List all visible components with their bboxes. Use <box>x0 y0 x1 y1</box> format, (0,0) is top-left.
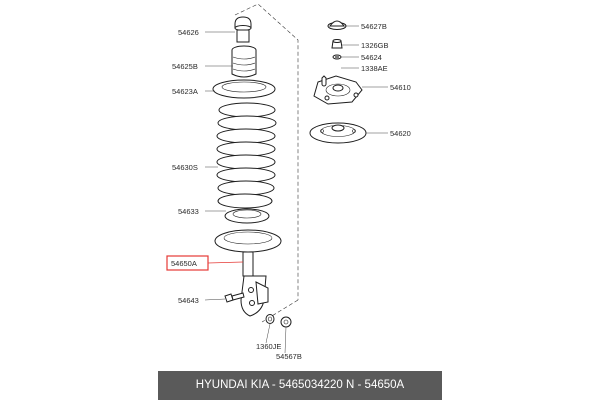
label-54633: 54633 <box>178 207 199 216</box>
label-54625b: 54625B <box>172 62 198 71</box>
washer-part <box>332 54 342 60</box>
label-54650a: 54650A <box>171 259 197 268</box>
part-labels: 54626 54625B 54623A 54630S 54633 54650A … <box>171 22 411 361</box>
label-1326gb: 1326GB <box>361 41 389 50</box>
label-54643: 54643 <box>178 296 199 305</box>
label-54567b: 54567B <box>276 352 302 361</box>
footer-text: HYUNDAI KIA - 5465034220 N - 54650A <box>195 379 405 391</box>
label-54627b: 54627B <box>361 22 387 31</box>
label-54623a: 54623A <box>172 87 198 96</box>
label-54630s: 54630S <box>172 163 198 172</box>
upper-spring-pad-part <box>212 79 276 99</box>
label-54624: 54624 <box>361 53 382 62</box>
top-cap-part <box>327 20 347 30</box>
lock-nut-part <box>280 316 292 328</box>
label-54620: 54620 <box>390 129 411 138</box>
self-locking-nut-part <box>331 39 343 49</box>
strut-mount-part <box>313 75 363 105</box>
bump-stopper-part <box>231 45 257 78</box>
coil-spring-part <box>216 102 277 209</box>
bolt-part <box>224 292 245 303</box>
label-54610: 54610 <box>390 83 411 92</box>
label-1360je: 1360JE <box>256 342 281 351</box>
part-number-footer: HYUNDAI KIA - 5465034220 N - 54650A <box>158 371 442 400</box>
lower-insulator-part <box>224 208 270 224</box>
bearing-part <box>309 122 367 144</box>
strut-body-part <box>214 229 282 317</box>
highlight-box <box>166 255 209 271</box>
nut-part <box>265 314 275 324</box>
label-1338ae: 1338AE <box>361 64 388 73</box>
leader-lines <box>204 25 388 354</box>
dust-cap-part <box>234 16 252 43</box>
highlight-leader <box>207 261 244 264</box>
label-54626: 54626 <box>178 28 199 37</box>
